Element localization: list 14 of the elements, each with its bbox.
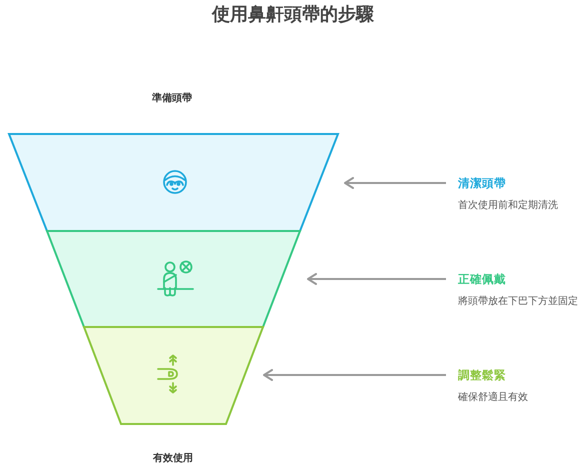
funnel-band <box>47 231 300 327</box>
title: 使用鼻鼾頭帶的步驟 <box>212 4 374 26</box>
funnel-label: 有效使用 <box>153 452 193 465</box>
step-heading: 清潔頭帶 <box>458 175 506 191</box>
step-description: 將頭帶放在下巴下方並固定 <box>458 295 578 308</box>
step-heading: 正確佩戴 <box>458 271 506 287</box>
funnel-band <box>9 134 338 231</box>
step-description: 首次使用前和定期清洗 <box>458 199 558 212</box>
funnel-band <box>84 327 263 424</box>
arrow <box>263 369 446 381</box>
step-description: 確保舒適且有效 <box>458 391 528 404</box>
step-heading: 調整鬆緊 <box>458 367 506 383</box>
arrow <box>307 273 446 285</box>
funnel-label: 準備頭帶 <box>152 92 192 105</box>
